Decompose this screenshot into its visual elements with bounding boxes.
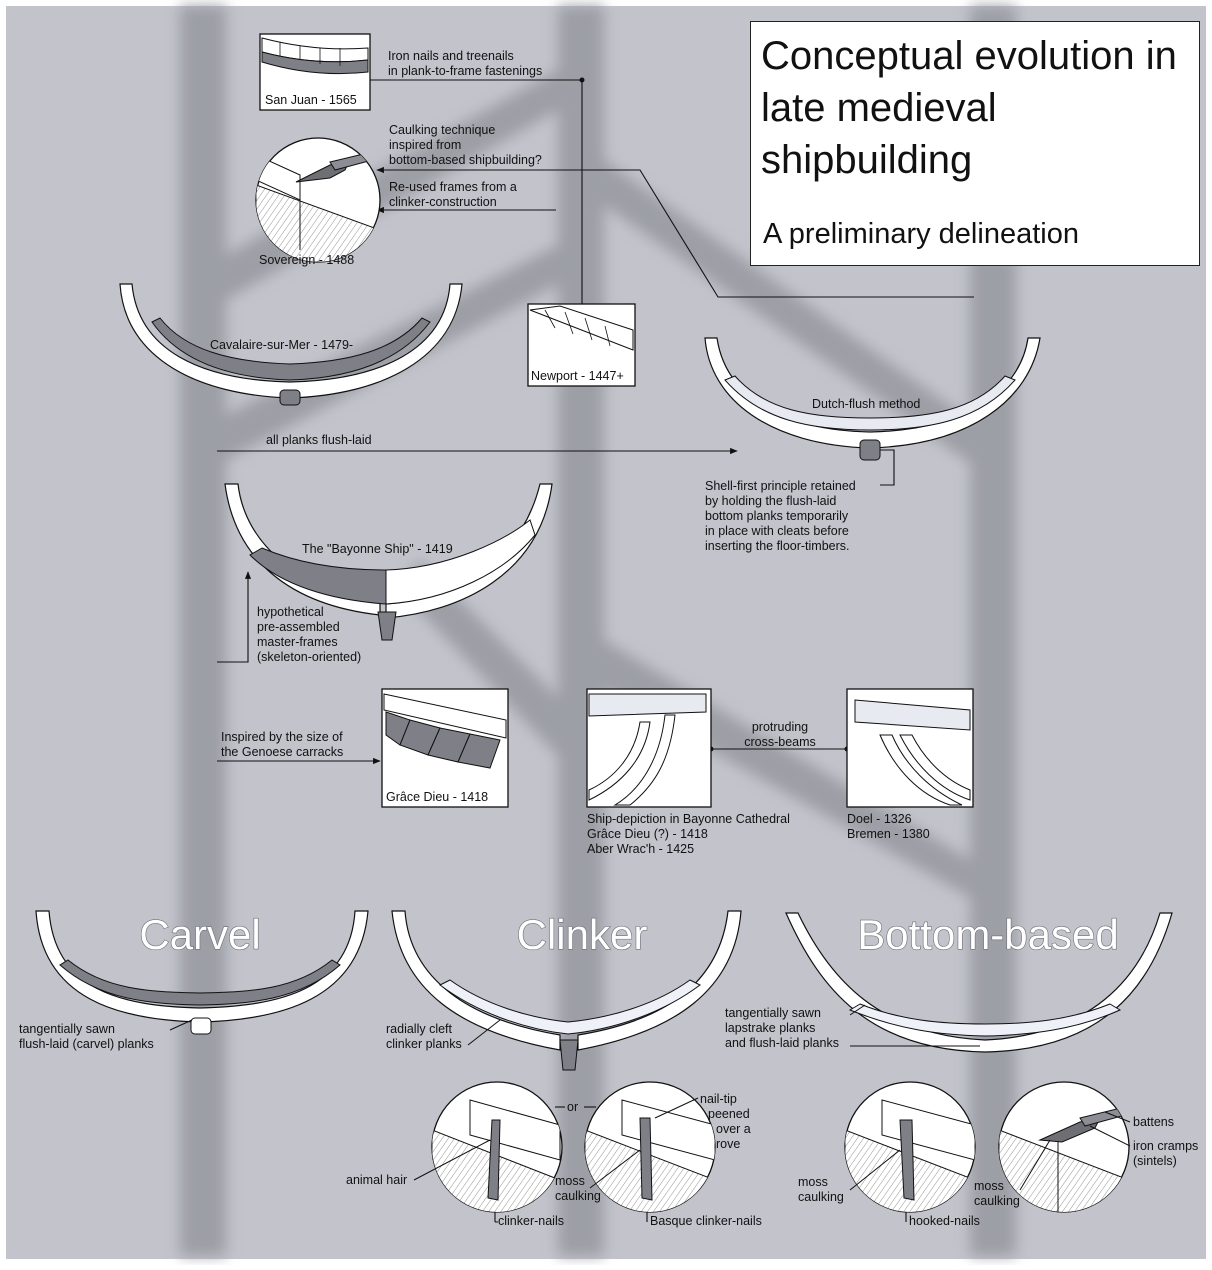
note-inspired-1: Inspired by the size of <box>221 730 343 744</box>
note-nail-tip-2: peened <box>708 1107 750 1121</box>
note-or: or <box>567 1100 578 1114</box>
note-doel: Doel - 1326 <box>847 812 912 826</box>
leader-lines <box>169 1004 1131 1223</box>
doel-bremen-inset <box>846 688 974 808</box>
note-moss-1b: caulking <box>555 1189 601 1203</box>
note-bottom-planks-3: and flush-laid planks <box>725 1036 839 1050</box>
note-carvel-planks-2: flush-laid (carvel) planks <box>19 1037 154 1051</box>
note-clinker-nails: clinker-nails <box>498 1214 564 1228</box>
note-basque-nails: Basque clinker-nails <box>650 1214 762 1228</box>
note-battens: battens <box>1133 1115 1174 1129</box>
note-shell-first-5: inserting the floor-timbers. <box>705 539 850 553</box>
detail-iron-cramps <box>998 1081 1130 1213</box>
note-nail-tip-1: nail-tip <box>700 1092 737 1106</box>
grace-dieu-inset: Grâce Dieu - 1418 <box>381 688 509 808</box>
note-shell-first-1: Shell-first principle retained <box>705 479 856 493</box>
cavalaire-hull: Cavalaire-sur-Mer - 1479- <box>119 283 463 406</box>
note-hypothetical-1: hypothetical <box>257 605 324 619</box>
note-iron-nails-1: Iron nails and treenails <box>388 49 514 63</box>
note-moss-3b: caulking <box>974 1194 1020 1208</box>
note-protruding-1: protruding <box>752 720 808 734</box>
carvel-hull <box>35 910 369 1035</box>
ship-label-newport: Newport - 1447+ <box>531 369 624 383</box>
section-title-bottom-based: Bottom-based <box>857 911 1118 958</box>
bayonne-cathedral-inset <box>586 688 712 808</box>
note-hypothetical-3: master-frames <box>257 635 338 649</box>
ship-label-cavalaire: Cavalaire-sur-Mer - 1479- <box>210 338 353 352</box>
note-inspired-2: the Genoese carracks <box>221 745 343 759</box>
annotations: Iron nails and treenails in plank-to-fra… <box>19 49 1198 1228</box>
note-hooked-nails: hooked-nails <box>909 1214 980 1228</box>
note-iron-cramps-2: (sintels) <box>1133 1154 1177 1168</box>
clinker-hull <box>391 910 742 1071</box>
note-moss-2b: caulking <box>798 1190 844 1204</box>
note-cathedral-1: Ship-depiction in Bayonne Cathedral <box>587 812 790 826</box>
ship-label-dutch-flush: Dutch-flush method <box>812 397 920 411</box>
note-iron-cramps-1: iron cramps <box>1133 1139 1198 1153</box>
note-caulking-1: Caulking technique <box>389 123 495 137</box>
note-clinker-planks-2: clinker planks <box>386 1037 462 1051</box>
ship-label-san-juan: San Juan - 1565 <box>265 93 357 107</box>
sovereign-inset: Sovereign - 1488 <box>255 137 381 267</box>
note-caulking-3: bottom-based shipbuilding? <box>389 153 542 167</box>
note-animal-hair: animal hair <box>346 1173 407 1187</box>
note-moss-2a: moss <box>798 1175 828 1189</box>
page-subtitle: A preliminary delineation <box>763 218 1079 250</box>
newport-inset: Newport - 1447+ <box>527 303 636 387</box>
note-cathedral-3: Aber Wrac'h - 1425 <box>587 842 694 856</box>
note-bottom-planks-1: tangentially sawn <box>725 1006 821 1020</box>
ship-label-grace-dieu: Grâce Dieu - 1418 <box>386 790 488 804</box>
note-moss-1a: moss <box>555 1174 585 1188</box>
note-nail-tip-3: over a <box>716 1122 751 1136</box>
section-title-clinker: Clinker <box>517 911 648 958</box>
note-all-flush: all planks flush-laid <box>266 433 372 447</box>
ship-label-sovereign: Sovereign - 1488 <box>259 253 354 267</box>
note-moss-3a: moss <box>974 1179 1004 1193</box>
note-reused-2: clinker-construction <box>389 195 497 209</box>
note-nail-tip-4: rove <box>716 1137 740 1151</box>
note-shell-first-4: in place with cleats before <box>705 524 849 538</box>
bayonne-ship-hull: The "Bayonne Ship" - 1419 <box>224 483 553 641</box>
page-title: Conceptual evolution in late medieval sh… <box>761 34 1177 182</box>
section-title-carvel: Carvel <box>139 911 260 958</box>
bottom-based-hull <box>785 912 1173 1053</box>
note-clinker-planks-1: radially cleft <box>386 1022 453 1036</box>
note-cathedral-2: Grâce Dieu (?) - 1418 <box>587 827 708 841</box>
note-carvel-planks-1: tangentially sawn <box>19 1022 115 1036</box>
title-box: Conceptual evolution in late medieval sh… <box>750 21 1200 266</box>
note-bremen: Bremen - 1380 <box>847 827 930 841</box>
note-shell-first-2: by holding the flush-laid <box>705 494 836 508</box>
note-caulking-2: inspired from <box>389 138 461 152</box>
note-bottom-planks-2: lapstrake planks <box>725 1021 815 1035</box>
note-iron-nails-2: in plank-to-frame fastenings <box>388 64 542 78</box>
note-hypothetical-4: (skeleton-oriented) <box>257 650 361 664</box>
ship-label-bayonne: The "Bayonne Ship" - 1419 <box>302 542 453 556</box>
note-reused-1: Re-used frames from a <box>389 180 517 194</box>
note-hypothetical-2: pre-assembled <box>257 620 340 634</box>
detail-clinker-nails <box>431 1081 563 1213</box>
detail-basque-nails <box>584 1081 716 1213</box>
dutch-flush-hull: Dutch-flush method <box>704 337 1041 461</box>
note-shell-first-3: bottom planks temporarily <box>705 509 849 523</box>
note-protruding-2: cross-beams <box>744 735 816 749</box>
san-juan-inset: San Juan - 1565 <box>259 33 371 111</box>
detail-hooked-nails <box>844 1081 976 1213</box>
